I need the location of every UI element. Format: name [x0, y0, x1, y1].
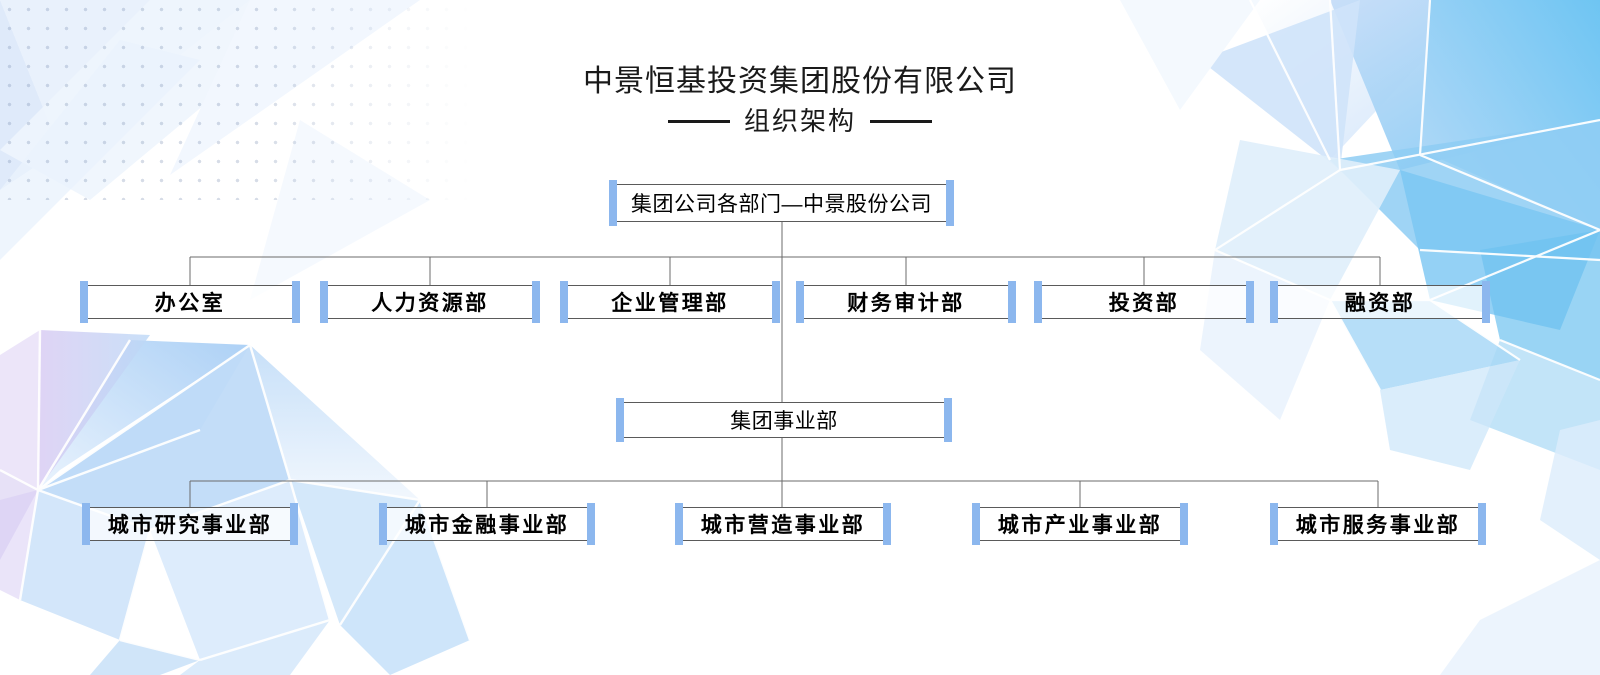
accent-bar-right [1180, 503, 1188, 545]
accent-bar-right [944, 398, 952, 442]
node-group-business-division[interactable]: 集团事业部 [616, 398, 952, 442]
accent-bar-right [772, 281, 780, 323]
node-box [800, 285, 1012, 319]
accent-bar-left [1270, 503, 1278, 545]
node-label: 城市研究事业部 [107, 513, 273, 537]
node-label: 办公室 [154, 291, 226, 315]
dot-pattern-overlay [0, 0, 470, 200]
node-label: 投资部 [1108, 291, 1180, 315]
node-department-1[interactable]: 人力资源部 [320, 281, 540, 323]
node-label: 企业管理部 [611, 291, 729, 315]
node-department-0[interactable]: 办公室 [80, 281, 300, 323]
node-box [679, 507, 887, 541]
node-label: 城市金融事业部 [404, 513, 570, 537]
accent-bar-left [796, 281, 804, 323]
accent-bar-left [320, 281, 328, 323]
node-label: 集团事业部 [730, 410, 838, 433]
node-label: 城市营造事业部 [700, 513, 866, 537]
accent-bar-right [290, 503, 298, 545]
accent-bar-left [560, 281, 568, 323]
node-label: 城市产业事业部 [997, 513, 1163, 537]
node-label: 人力资源部 [371, 291, 489, 315]
accent-bar-left [1034, 281, 1042, 323]
node-box [86, 507, 294, 541]
node-business-unit-0[interactable]: 城市研究事业部 [82, 503, 298, 545]
node-box [84, 285, 296, 319]
accent-bar-right [946, 180, 954, 226]
accent-bar-left [609, 180, 617, 226]
accent-bar-right [1482, 281, 1490, 323]
accent-bar-left [972, 503, 980, 545]
node-box [1274, 507, 1482, 541]
node-department-3[interactable]: 财务审计部 [796, 281, 1016, 323]
node-business-unit-1[interactable]: 城市金融事业部 [379, 503, 595, 545]
node-label: 集团公司各部门—中景股份公司 [631, 193, 932, 216]
node-business-unit-3[interactable]: 城市产业事业部 [972, 503, 1188, 545]
node-department-5[interactable]: 融资部 [1270, 281, 1490, 323]
accent-bar-right [292, 281, 300, 323]
node-box [564, 285, 776, 319]
accent-bar-left [1270, 281, 1278, 323]
accent-bar-left [80, 281, 88, 323]
accent-bar-right [1478, 503, 1486, 545]
node-business-unit-4[interactable]: 城市服务事业部 [1270, 503, 1486, 545]
node-box [620, 402, 948, 438]
node-box [976, 507, 1184, 541]
node-label: 融资部 [1344, 291, 1416, 315]
accent-bar-right [883, 503, 891, 545]
accent-bar-right [532, 281, 540, 323]
node-box [383, 507, 591, 541]
node-department-4[interactable]: 投资部 [1034, 281, 1254, 323]
node-business-unit-2[interactable]: 城市营造事业部 [675, 503, 891, 545]
node-department-2[interactable]: 企业管理部 [560, 281, 780, 323]
accent-bar-left [616, 398, 624, 442]
accent-bar-right [1008, 281, 1016, 323]
node-box [324, 285, 536, 319]
accent-bar-left [82, 503, 90, 545]
node-label: 城市服务事业部 [1295, 513, 1461, 537]
accent-bar-right [587, 503, 595, 545]
accent-bar-left [379, 503, 387, 545]
node-label: 财务审计部 [847, 291, 965, 315]
node-root-group-departments[interactable]: 集团公司各部门—中景股份公司 [609, 180, 954, 226]
node-box [613, 184, 950, 222]
accent-bar-left [675, 503, 683, 545]
accent-bar-right [1246, 281, 1254, 323]
